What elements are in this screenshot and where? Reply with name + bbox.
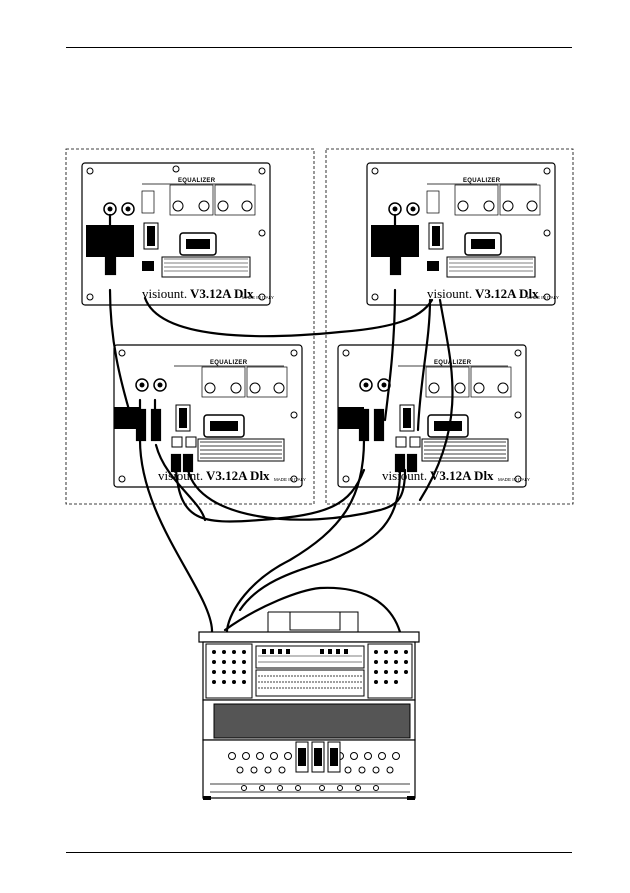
speaker-panel-bottom-right: EQUALIZER visiount. V3.12A Dlx MADE IN I… — [337, 344, 530, 488]
signal-cables — [104, 213, 454, 642]
made-in-label: MADE IN ITALY — [274, 477, 306, 482]
model-name: V3.12A Dlx — [475, 286, 539, 301]
equalizer-label: EQUALIZER — [434, 360, 472, 366]
footer-rule — [66, 852, 572, 853]
mixer-amplifier — [198, 611, 420, 800]
equalizer-label: EQUALIZER — [210, 360, 248, 366]
speaker-panel-top-right: EQUALIZER visiount. V3.12A Dlx MADE IN I… — [366, 162, 559, 306]
brand-logo: visiount. — [427, 286, 472, 301]
brand-logo: visiount. — [142, 286, 187, 301]
equalizer-label: EQUALIZER — [178, 178, 216, 184]
model-name: V3.12A Dlx — [190, 286, 254, 301]
made-in-label: MADE IN ITALY — [242, 295, 274, 300]
made-in-label: MADE IN ITALY — [498, 477, 530, 482]
equalizer-label: EQUALIZER — [463, 178, 501, 184]
right-speaker-group-frame — [325, 148, 574, 505]
model-name: V3.12A Dlx — [430, 468, 494, 483]
made-in-label: MADE IN ITALY — [527, 295, 559, 300]
speaker-panel-top-left: EQUALIZER visiount. V3.12A Dlx MADE IN I… — [81, 162, 274, 306]
left-speaker-group-frame — [65, 148, 315, 505]
header-rule — [66, 47, 572, 48]
model-name: V3.12A Dlx — [206, 468, 270, 483]
speaker-panel-bottom-left: EQUALIZER visiount. V3.12A Dlx MADE IN I… — [113, 344, 306, 488]
